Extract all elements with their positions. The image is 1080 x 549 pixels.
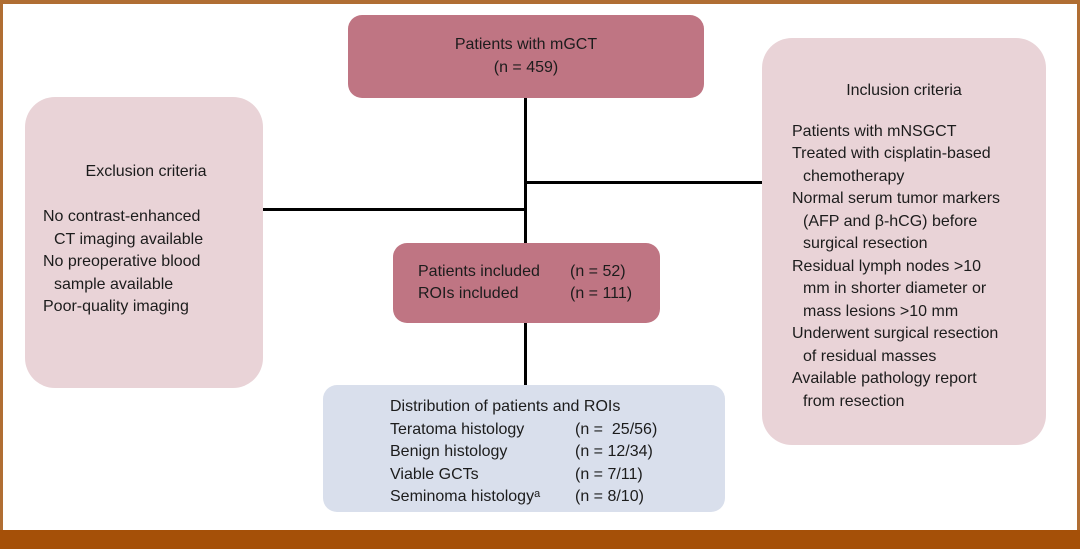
patients-included-box: Patients included (n = 52) ROIs included… [393, 243, 660, 323]
frame-border-left [0, 0, 3, 549]
exclusion-line: No preoperative blood [43, 253, 201, 270]
connector-included-to-distribution [524, 322, 527, 386]
inclusion-line: Treated with cisplatin-based [792, 145, 991, 162]
inclusion-line: from resection [803, 392, 905, 410]
inclusion-line: Available pathology report [792, 370, 977, 387]
inclusion-line: Patients with mNSGCT [792, 122, 957, 140]
exclusion-line: sample available [54, 275, 174, 293]
exclusion-line: Poor-quality imaging [43, 298, 189, 315]
connector-to-inclusion-box [525, 181, 762, 184]
included-row-value: (n = 52) [570, 262, 626, 280]
inclusion-line: of residual masses [803, 347, 937, 365]
distribution-row: Viable GCTs (n = 7/11) [390, 464, 725, 487]
inclusion-line: Normal serum tumor markers [792, 190, 1001, 207]
distribution-row: Seminoma histologyᵃ (n = 8/10) [390, 486, 725, 509]
inclusion-line: mass lesions >10 mm [803, 302, 959, 320]
inclusion-criteria-title: Inclusion criteria [846, 82, 962, 99]
exclusion-criteria-list: No contrast-enhanced CT imaging availabl… [43, 206, 249, 319]
distribution-row-value: (n = 12/34) [575, 443, 653, 460]
frame-border-bottom-band [0, 530, 1080, 549]
inclusion-line: Residual lymph nodes >10 [792, 257, 982, 275]
included-row: Patients included (n = 52) [418, 261, 660, 284]
inclusion-line: Underwent surgical resection [792, 325, 999, 342]
inclusion-line: chemotherapy [803, 167, 905, 185]
exclusion-criteria-box: Exclusion criteria No contrast-enhanced … [25, 97, 263, 388]
exclusion-line: CT imaging available [54, 230, 204, 248]
exclusion-criteria-title: Exclusion criteria [85, 163, 207, 180]
frame-border-right [1077, 0, 1080, 549]
distribution-row-value: (n = 25/56) [575, 420, 658, 438]
inclusion-criteria-box: Inclusion criteria Patients with mNSGCT … [762, 38, 1046, 445]
inclusion-criteria-list: Patients with mNSGCT Treated with cispla… [792, 121, 1038, 414]
distribution-row: Benign histology (n = 12/34) [390, 441, 725, 464]
patients-mgct-count: (n = 459) [493, 58, 559, 76]
distribution-box: Distribution of patients and ROIs Terato… [323, 385, 725, 512]
distribution-row: Teratoma histology (n = 25/56) [390, 419, 725, 442]
included-row: ROIs included (n = 111) [418, 283, 660, 306]
patients-mgct-label: Patients with mGCT [454, 36, 598, 53]
distribution-row-label: Benign histology [390, 443, 508, 460]
distribution-row-label: Teratoma histology [390, 420, 525, 438]
distribution-row-value: (n = 8/10) [575, 488, 644, 505]
distribution-row-label: Seminoma histologyᵃ [390, 488, 541, 505]
included-row-label: ROIs included [418, 285, 519, 302]
distribution-row-label: Viable GCTs [390, 465, 479, 483]
distribution-row-value: (n = 7/11) [575, 465, 643, 483]
included-row-value: (n = 111) [570, 285, 633, 302]
connector-top-to-included [524, 97, 527, 245]
exclusion-line: No contrast-enhanced [43, 208, 201, 225]
inclusion-line: surgical resection [803, 235, 928, 252]
connector-to-exclusion-box [262, 208, 527, 211]
included-row-label: Patients included [418, 262, 540, 280]
distribution-title: Distribution of patients and ROIs [390, 398, 621, 415]
inclusion-line: (AFP and β-hCG) before [803, 212, 978, 230]
inclusion-line: mm in shorter diameter or [803, 280, 987, 297]
patients-mgct-box: Patients with mGCT (n = 459) [348, 15, 704, 98]
frame-border-top [0, 0, 1080, 4]
